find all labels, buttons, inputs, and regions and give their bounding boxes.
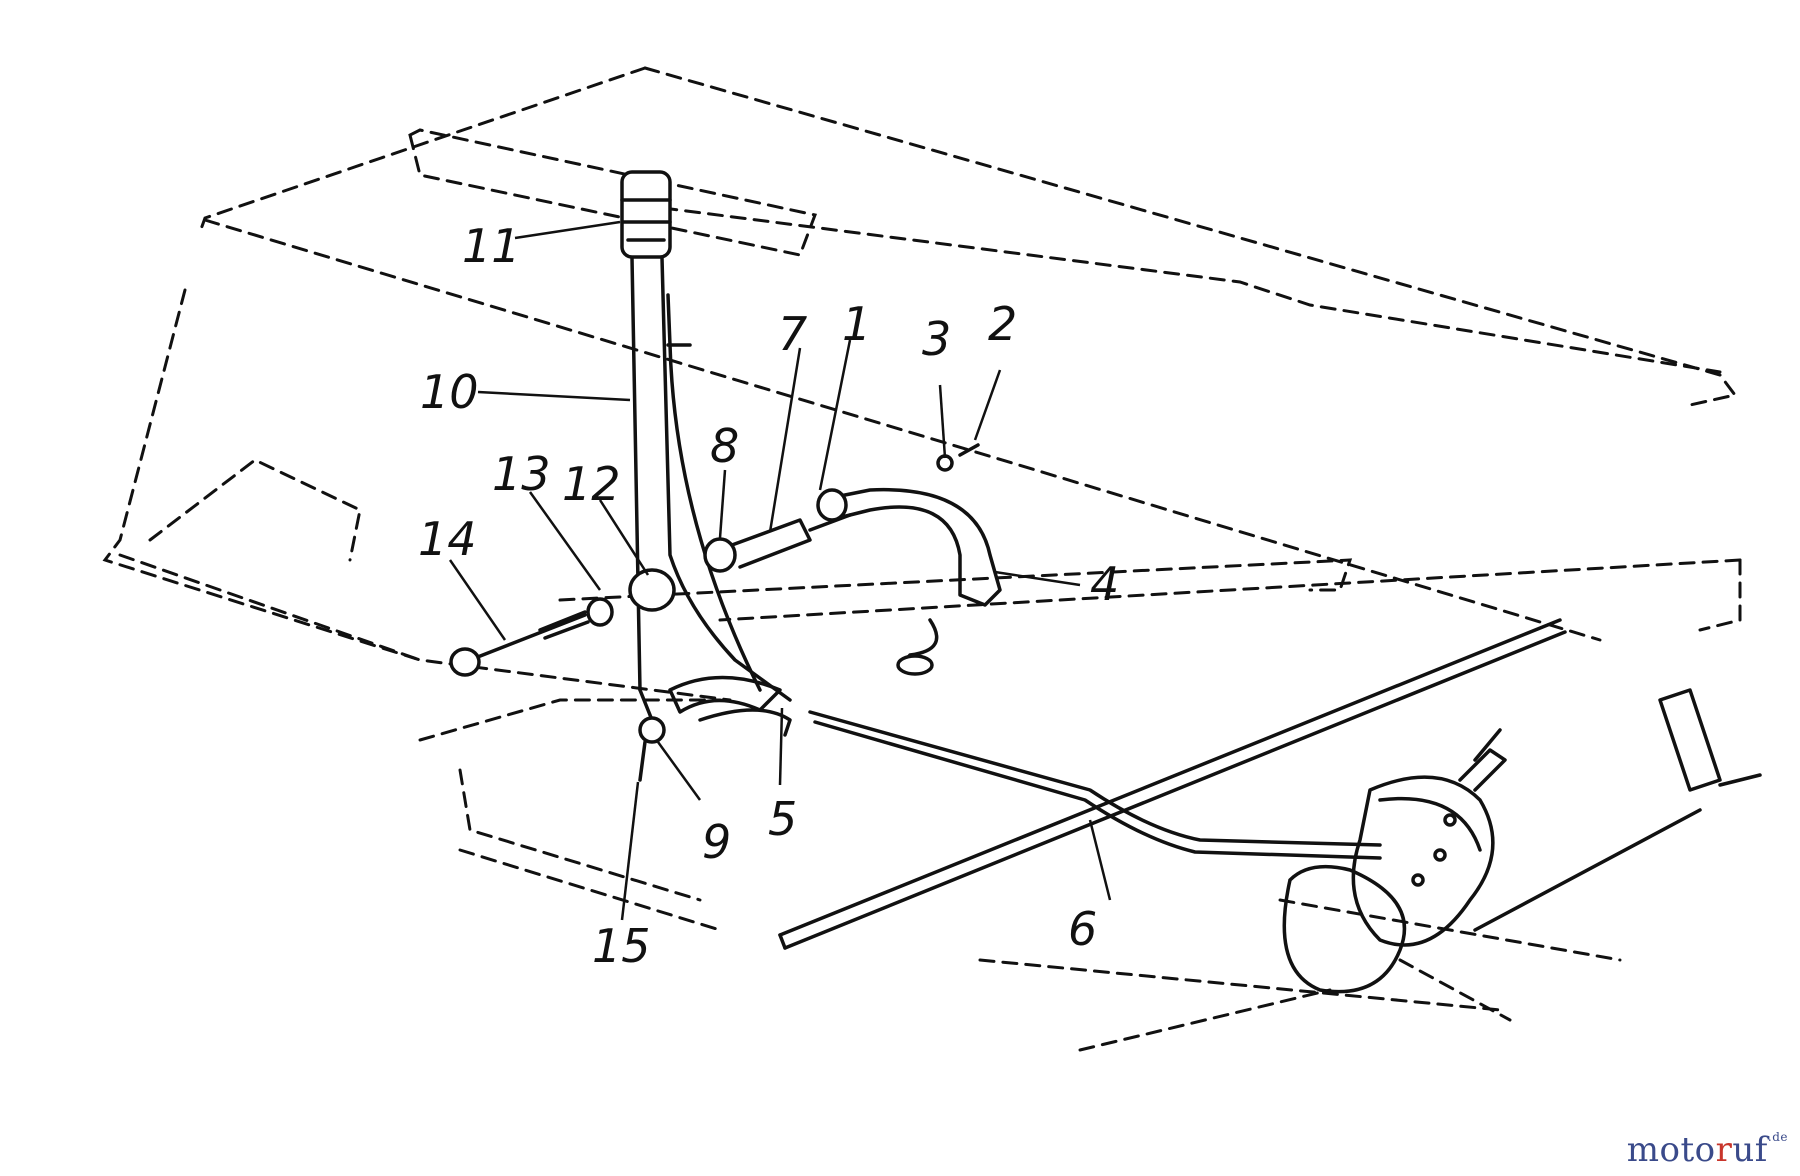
callout-12: 12: [562, 457, 621, 511]
callout-1: 1: [842, 297, 871, 351]
quadrant-plate: [668, 675, 792, 737]
callout-10: 10: [420, 365, 479, 419]
pivot-assembly: [449, 568, 676, 677]
callout-13: 13: [492, 447, 551, 501]
callout-6: 6: [1068, 902, 1097, 956]
leader-lines: [448, 220, 1112, 921]
callout-4: 4: [1090, 557, 1119, 611]
small-nut-icon: [936, 454, 954, 472]
callout-3: 3: [922, 312, 951, 366]
callout-9: 9: [702, 815, 731, 869]
bushing-icon: [628, 568, 676, 612]
transaxle-housing: [1282, 688, 1762, 994]
callout-labels: 11 10 13 12 14 8 7 1 3 2 4 5 6 9 15: [418, 219, 1119, 973]
knob-icon: [620, 170, 672, 259]
bolt-head-icon: [449, 647, 481, 677]
callout-15: 15: [592, 919, 651, 973]
washer-icon: [586, 597, 614, 627]
body-outline: [102, 66, 1742, 1052]
clip-icon: [896, 654, 934, 676]
bracket-eye-icon: [816, 488, 848, 522]
shift-rod: [778, 618, 1567, 950]
callout-11: 11: [462, 219, 521, 273]
gear-lever: [620, 170, 792, 722]
linkage-assembly: [703, 443, 1002, 676]
callout-7: 7: [778, 307, 807, 361]
callout-8: 8: [710, 419, 739, 473]
pin-assembly: [638, 716, 666, 782]
callout-2: 2: [988, 297, 1017, 351]
callout-5: 5: [768, 792, 797, 846]
watermark-logo: motoruf.de: [1626, 1130, 1788, 1170]
callout-14: 14: [418, 512, 477, 566]
nut-icon: [638, 716, 666, 744]
spacer-icon: [703, 537, 737, 573]
